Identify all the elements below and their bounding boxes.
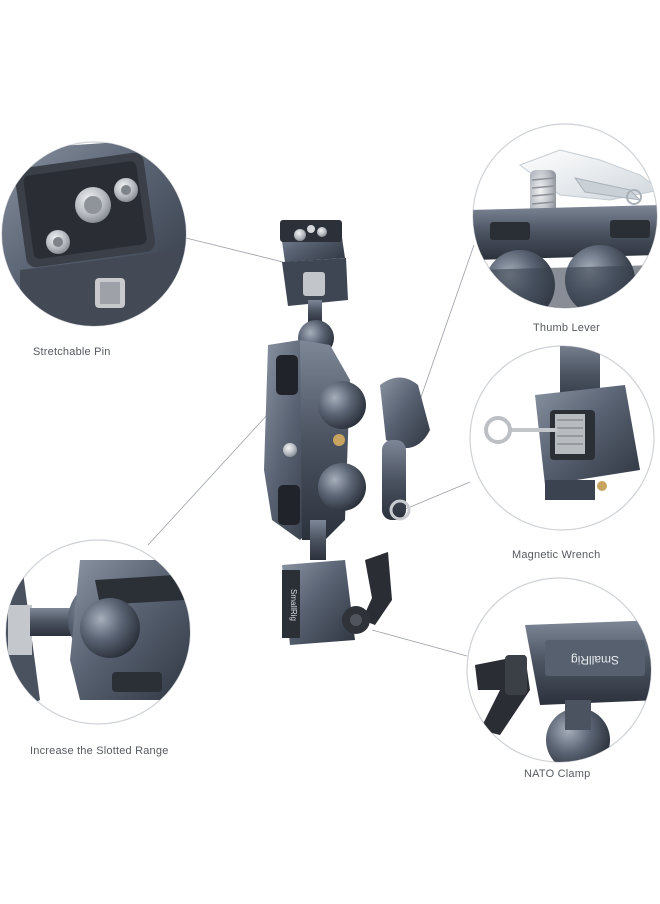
callout-label-magnetic-wrench: Magnetic Wrench <box>512 549 601 561</box>
brand-logo-text-main: SmallRig <box>289 589 298 621</box>
callout-stretchable-pin-detail <box>1 141 187 327</box>
magic-arm-assembly: SmallRig <box>264 220 430 645</box>
callout-label-thumb-lever: Thumb Lever <box>533 322 601 334</box>
callout-slotted-range-detail <box>5 539 191 725</box>
callout-magnetic-wrench-detail <box>469 345 655 531</box>
callout-thumb-lever-detail <box>472 123 658 309</box>
callout-label-stretchable-pin: Stretchable Pin <box>33 346 111 358</box>
brand-logo-text: SmallRig <box>571 653 619 667</box>
callout-label-nato-clamp: NATO Clamp <box>524 768 591 780</box>
callout-label-slotted-range: Increase the Slotted Range <box>30 745 169 757</box>
callout-nato-clamp-detail: SmallRig <box>466 577 652 763</box>
